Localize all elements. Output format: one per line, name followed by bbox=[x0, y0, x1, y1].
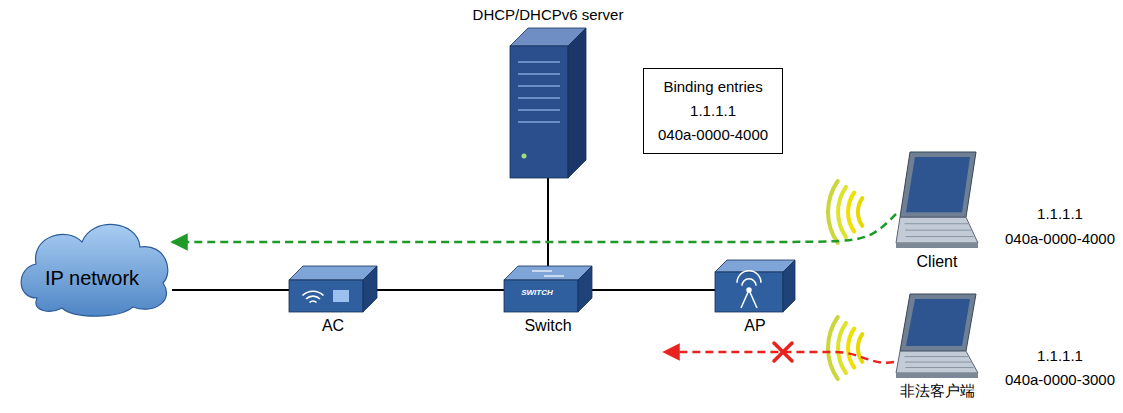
status-light bbox=[521, 154, 526, 159]
signal-arc bbox=[838, 187, 846, 237]
base-edge bbox=[896, 373, 978, 378]
slot-line bbox=[518, 73, 560, 74]
antenna-symbol bbox=[737, 271, 761, 308]
dhcp-server: DHCP/DHCPv6 server bbox=[471, 6, 626, 178]
cross-stroke bbox=[774, 343, 792, 361]
mac-address: 040a-0000-4000 bbox=[1005, 230, 1115, 248]
network-link bbox=[592, 289, 715, 291]
binding-table: Binding entries1.1.1.1040a-0000-4000 bbox=[643, 68, 783, 154]
device-icon bbox=[715, 260, 795, 312]
signal-arc bbox=[838, 323, 846, 373]
device-label: Switch bbox=[524, 316, 571, 335]
slot-line bbox=[518, 61, 560, 62]
front-face bbox=[289, 280, 363, 312]
network-link bbox=[172, 289, 289, 291]
device-icon bbox=[12, 212, 172, 317]
side-face bbox=[363, 266, 377, 312]
keyboard-base bbox=[896, 351, 978, 373]
screen bbox=[906, 157, 970, 212]
device-badge: SWITCH bbox=[521, 288, 553, 298]
top-face bbox=[289, 266, 377, 280]
key-row bbox=[906, 367, 974, 368]
side-face bbox=[568, 28, 586, 178]
base-edge bbox=[896, 243, 978, 248]
ip-address: 1.1.1.1 bbox=[1037, 347, 1083, 365]
device-label: AC bbox=[322, 316, 344, 335]
key-rows bbox=[905, 357, 974, 368]
top-face bbox=[715, 260, 795, 272]
wireless-signal bbox=[828, 181, 862, 243]
access-point: AP bbox=[715, 260, 795, 335]
cloud-shape bbox=[21, 224, 168, 316]
key-row bbox=[906, 236, 974, 237]
side-face bbox=[783, 260, 795, 312]
device-icon bbox=[289, 266, 377, 312]
front-face bbox=[510, 46, 568, 178]
table-entry: 040a-0000-4000 bbox=[658, 123, 768, 147]
device-icon bbox=[510, 28, 586, 178]
signal-arc bbox=[848, 329, 854, 368]
cross-stroke bbox=[774, 343, 792, 361]
signal-arc bbox=[828, 317, 838, 379]
switch-device: Switch bbox=[504, 266, 592, 335]
device-icon bbox=[896, 294, 978, 378]
signal-arc bbox=[742, 279, 756, 286]
device-icon bbox=[896, 152, 978, 248]
network-cloud: IP network bbox=[12, 212, 172, 317]
wifi-symbol bbox=[303, 291, 324, 302]
table-heading: Binding entries bbox=[663, 75, 762, 99]
table-entry: 1.1.1.1 bbox=[690, 99, 736, 123]
antenna-leg bbox=[749, 290, 757, 308]
signal-arc bbox=[828, 181, 838, 243]
key-rows bbox=[905, 224, 974, 237]
screen bbox=[906, 299, 970, 346]
slot-line bbox=[518, 85, 560, 86]
port-arrows bbox=[532, 271, 564, 276]
antenna-tip bbox=[747, 288, 751, 292]
signal-arc bbox=[858, 198, 862, 226]
antenna-leg bbox=[741, 290, 749, 308]
wireless-signal bbox=[828, 317, 862, 379]
key-row bbox=[905, 230, 971, 231]
network-link bbox=[547, 178, 549, 266]
rogue-laptop: 非法客户端 bbox=[896, 294, 978, 400]
side-face bbox=[578, 266, 592, 312]
keyboard-base bbox=[896, 217, 978, 243]
network-link bbox=[377, 289, 504, 291]
mac-address: 040a-0000-3000 bbox=[1005, 371, 1115, 389]
key-row bbox=[905, 223, 969, 224]
top-face bbox=[504, 266, 592, 280]
screen-panel bbox=[333, 290, 349, 302]
front-face bbox=[715, 272, 783, 312]
traffic-flow-arrow bbox=[172, 214, 896, 242]
slot-line bbox=[518, 121, 560, 122]
access-controller: AC bbox=[289, 266, 377, 335]
device-label: AP bbox=[744, 316, 765, 335]
arrow-stroke bbox=[532, 270, 552, 271]
slot-line bbox=[518, 97, 560, 98]
signal-arc bbox=[737, 271, 761, 283]
ip-address: 1.1.1.1 bbox=[1037, 205, 1083, 223]
device-label: Client bbox=[917, 252, 958, 271]
wifi-arc bbox=[310, 301, 317, 302]
signal-arc bbox=[848, 193, 854, 232]
device-label: IP network bbox=[45, 266, 139, 290]
wifi-arc bbox=[303, 291, 324, 295]
arrow-stroke bbox=[544, 275, 564, 276]
key-row bbox=[905, 362, 971, 363]
screen-frame bbox=[900, 294, 976, 351]
client-laptop: Client bbox=[896, 152, 978, 271]
drive-slots bbox=[518, 62, 560, 122]
slot-line bbox=[518, 109, 560, 110]
wifi-arc bbox=[306, 296, 320, 299]
device-label: 非法客户端 bbox=[900, 382, 975, 400]
block-cross bbox=[774, 343, 792, 361]
key-row bbox=[905, 356, 969, 357]
screen-frame bbox=[900, 152, 976, 217]
device-label: DHCP/DHCPv6 server bbox=[473, 6, 624, 24]
front-face bbox=[504, 280, 578, 312]
